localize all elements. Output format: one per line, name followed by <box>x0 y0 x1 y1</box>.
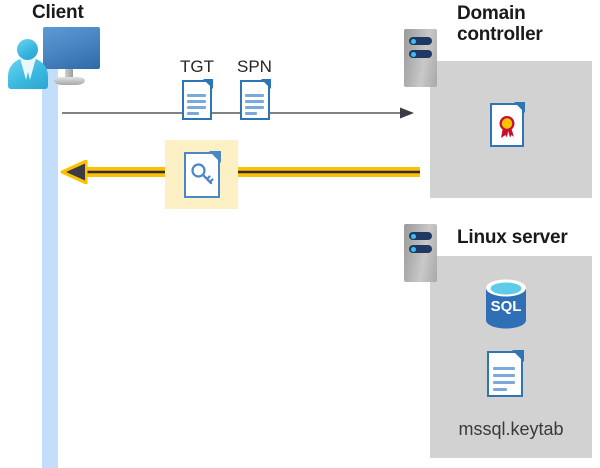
linux-server-rack-icon <box>404 224 437 282</box>
client-lifeline <box>42 64 58 468</box>
document-text-line <box>187 106 206 109</box>
keytab-document-icon <box>487 350 524 397</box>
key-document-icon <box>184 151 221 198</box>
client-title-label: Client <box>32 2 84 23</box>
sql-database-icon: SQL <box>486 279 526 329</box>
person-head-icon <box>17 39 38 60</box>
document-text-line <box>187 100 206 103</box>
document-text-line <box>493 381 515 384</box>
server-bay-icon <box>409 37 432 45</box>
client-workstation-icon <box>8 27 100 89</box>
tgt-label: TGT <box>180 57 214 76</box>
document-text-line <box>493 374 515 377</box>
document-text-line <box>245 106 264 109</box>
response-arrow <box>60 160 420 184</box>
document-fold <box>203 79 213 89</box>
domain-controller-title-label: Domain controller <box>457 3 543 46</box>
document-fold <box>514 102 525 113</box>
keytab-filename-label: mssql.keytab <box>458 419 564 439</box>
monitor-neck-icon <box>65 69 73 79</box>
linux-server-title-label: Linux server <box>457 227 568 248</box>
document-text-line <box>245 100 264 103</box>
document-fold <box>209 151 221 163</box>
monitor-base-icon <box>54 77 85 85</box>
svg-text:SQL: SQL <box>491 298 522 315</box>
document-text-line <box>493 388 507 391</box>
spn-label: SPN <box>237 57 272 76</box>
document-text-line <box>245 112 257 115</box>
document-text-line <box>245 94 264 97</box>
server-bay-icon <box>409 245 432 253</box>
server-bay-icon <box>409 232 432 240</box>
spn-document-icon <box>240 79 271 120</box>
tgt-document-icon <box>182 79 213 120</box>
document-text-line <box>187 94 206 97</box>
document-text-line <box>187 112 199 115</box>
server-bay-icon <box>409 50 432 58</box>
document-text-line <box>493 367 515 370</box>
document-fold <box>261 79 271 89</box>
request-arrow <box>62 107 414 119</box>
domain-controller-server-rack-icon <box>404 29 437 87</box>
key-glyph-icon <box>191 163 214 185</box>
document-fold <box>512 350 524 362</box>
certificate-ribbon-icon <box>499 116 515 138</box>
monitor-screen-icon <box>43 27 100 69</box>
certificate-document-icon <box>490 102 525 147</box>
